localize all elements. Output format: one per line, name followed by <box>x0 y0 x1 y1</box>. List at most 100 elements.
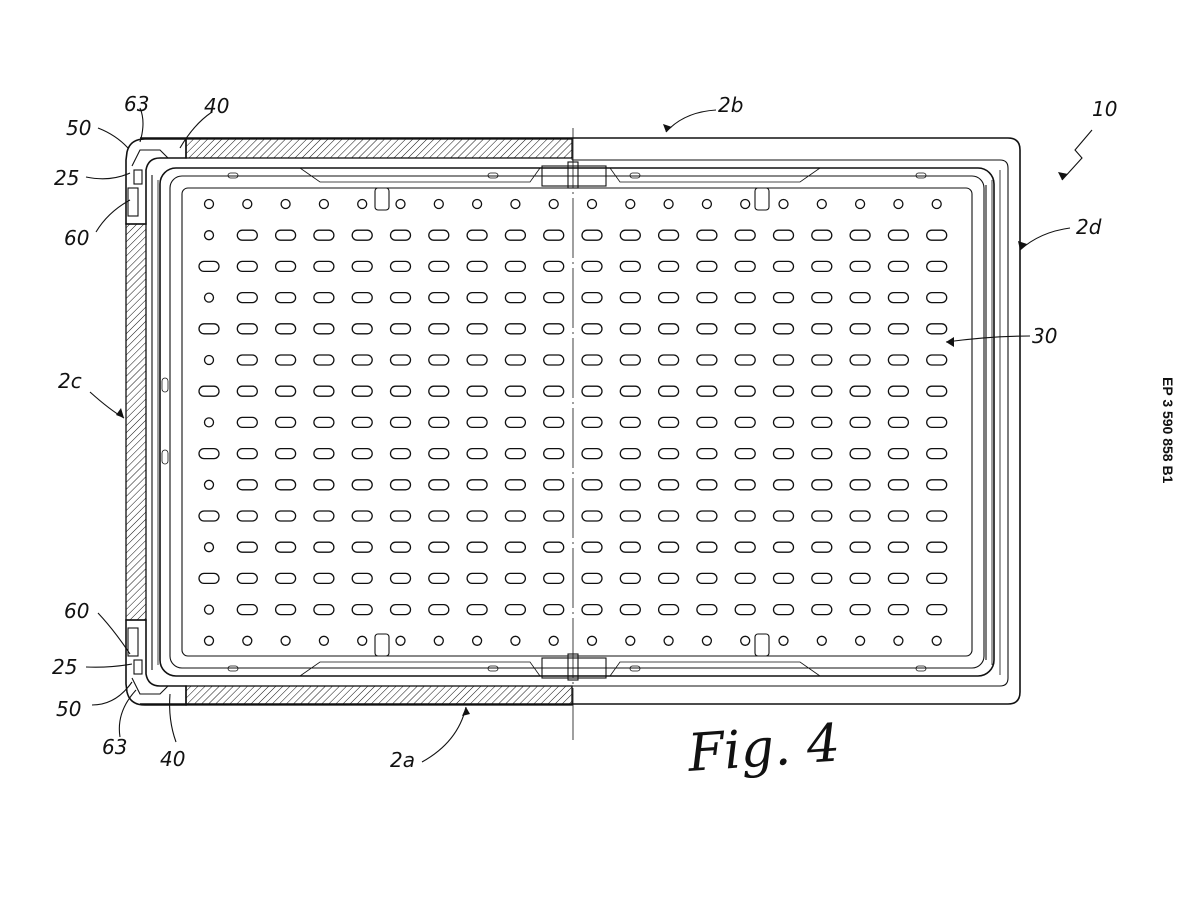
slot <box>926 291 948 304</box>
slot <box>887 510 910 522</box>
slot <box>657 541 680 553</box>
slot <box>274 572 297 585</box>
slot <box>389 385 412 397</box>
slot <box>581 260 603 273</box>
slot <box>619 354 641 366</box>
slot <box>887 229 910 241</box>
slot <box>389 260 412 273</box>
slot <box>466 447 488 460</box>
slot <box>887 385 910 397</box>
slot <box>619 510 641 522</box>
slot <box>543 354 565 366</box>
slot <box>811 385 833 397</box>
label-2d: 2d <box>1076 215 1102 239</box>
slot <box>849 572 871 585</box>
hole <box>625 635 636 646</box>
label-60-bottom: 60 <box>64 599 89 623</box>
hole <box>203 230 215 241</box>
slot <box>657 447 680 460</box>
slot <box>313 510 335 522</box>
publication-number: EP 3 590 858 B1 <box>1160 377 1176 484</box>
slot <box>734 510 756 522</box>
slot <box>543 229 565 241</box>
slot <box>351 447 373 460</box>
hole <box>203 542 215 553</box>
hole <box>816 198 827 210</box>
slot <box>849 447 871 460</box>
hole <box>510 198 521 210</box>
slot <box>466 572 488 585</box>
slot <box>696 603 718 616</box>
label-2a: 2a <box>390 748 415 772</box>
slot <box>274 510 297 522</box>
slot <box>274 385 297 397</box>
slot <box>772 572 795 585</box>
slot <box>772 510 795 522</box>
label-40-bottom: 40 <box>160 747 185 771</box>
slot <box>581 385 603 397</box>
slot <box>926 385 948 397</box>
slot <box>772 385 795 397</box>
slot <box>811 572 833 585</box>
slot <box>466 510 488 522</box>
hole <box>510 635 521 646</box>
slot <box>811 603 833 616</box>
slot <box>428 572 450 585</box>
hole <box>471 198 483 210</box>
hole <box>778 635 789 646</box>
slot <box>389 541 412 553</box>
hole <box>893 198 904 210</box>
slot <box>504 572 527 585</box>
slot <box>696 447 718 460</box>
hole <box>357 635 368 646</box>
hole <box>931 635 942 646</box>
slot <box>389 479 412 491</box>
hole <box>816 635 827 646</box>
slot <box>198 385 220 397</box>
slot <box>236 447 258 460</box>
slot <box>811 260 833 273</box>
figure-caption: Fig. 4 <box>685 713 842 784</box>
slot <box>351 572 373 585</box>
hole <box>471 635 483 646</box>
slot <box>581 416 603 429</box>
hole <box>242 198 253 210</box>
slot <box>466 416 488 429</box>
slot <box>619 229 641 241</box>
slot <box>236 572 258 585</box>
perforation-pattern <box>198 198 948 646</box>
slot <box>811 323 833 335</box>
slot <box>313 260 335 273</box>
label-50-top: 50 <box>66 116 91 140</box>
slot <box>351 603 373 616</box>
hole <box>242 635 253 646</box>
slot <box>887 479 910 491</box>
slot <box>696 416 718 429</box>
slot <box>504 229 527 241</box>
slot <box>389 291 412 304</box>
slot <box>581 229 603 241</box>
label-63-bottom: 63 <box>102 735 127 759</box>
slot <box>619 323 641 335</box>
hole <box>280 635 291 646</box>
slot <box>236 510 258 522</box>
hole <box>203 292 215 303</box>
slot <box>581 572 603 585</box>
slot <box>734 323 756 335</box>
slot <box>926 541 948 553</box>
slot <box>543 541 565 553</box>
slot <box>581 479 603 491</box>
slot <box>926 510 948 522</box>
slot <box>696 572 718 585</box>
slot <box>466 603 488 616</box>
slot <box>504 510 527 522</box>
hole <box>203 198 215 210</box>
label-25-bottom: 25 <box>52 655 77 679</box>
slot <box>236 479 258 491</box>
slot <box>657 385 680 397</box>
slot <box>198 323 220 335</box>
slot <box>581 291 603 304</box>
slot <box>198 510 220 522</box>
slot <box>236 603 258 616</box>
hole <box>663 198 674 210</box>
